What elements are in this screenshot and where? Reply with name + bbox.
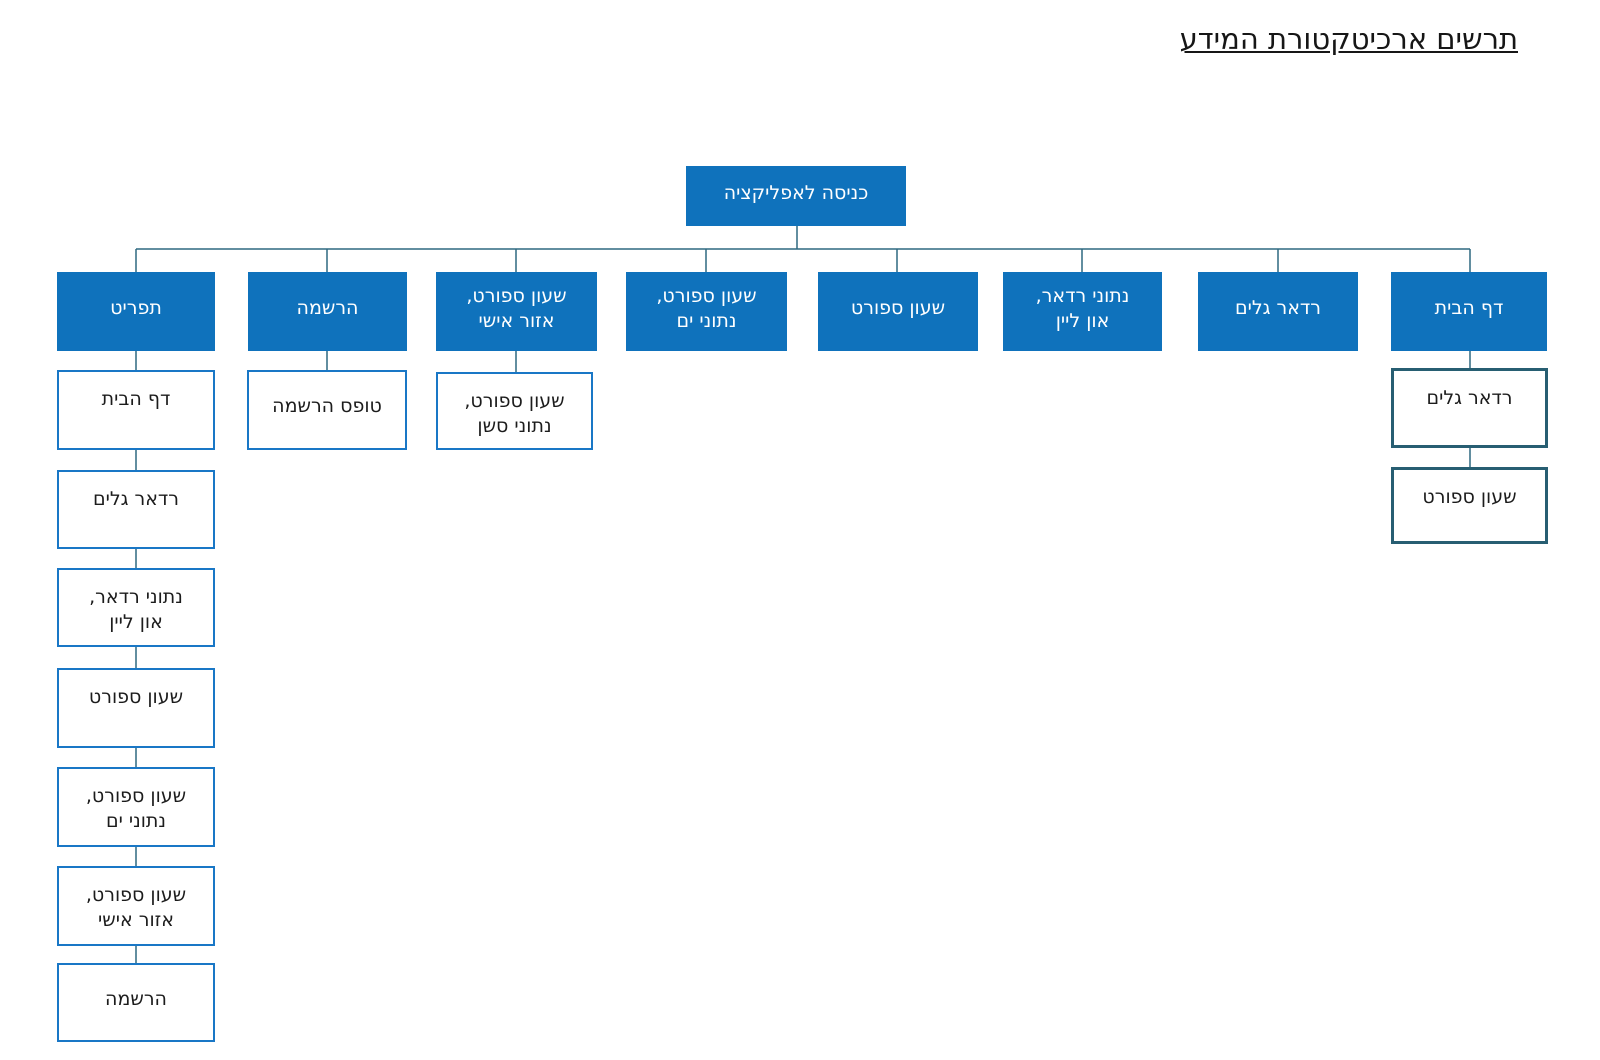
- node-menu: תפריט: [57, 272, 215, 351]
- node-sportwatch: שעון ספורט: [818, 272, 978, 351]
- leaf-registration-form: טופס הרשמה: [247, 370, 407, 450]
- leaf-menu-wave-radar: רדאר גלים: [57, 470, 215, 549]
- node-app-entry: כניסה לאפליקציה: [686, 166, 906, 226]
- leaf-menu-home-page: דף הבית: [57, 370, 215, 450]
- node-radar-data-online: נתוני רדאר, און ליין: [1003, 272, 1162, 351]
- node-home-page: דף הבית: [1391, 272, 1547, 351]
- leaf-menu-registration: הרשמה: [57, 963, 215, 1042]
- page-title: תרשים ארכיטקטורת המידע: [1179, 22, 1518, 56]
- leaf-sportwatch-session-data: שעון ספורט, נתוני סשן: [436, 372, 593, 450]
- leaf-home-wave-radar: רדאר גלים: [1391, 368, 1548, 448]
- node-wave-radar: רדאר גלים: [1198, 272, 1358, 351]
- leaf-menu-sportwatch-sea-data: שעון ספורט, נתוני ים: [57, 767, 215, 847]
- node-sportwatch-sea-data: שעון ספורט, נתוני ים: [626, 272, 787, 351]
- leaf-home-sportwatch: שעון ספורט: [1391, 467, 1548, 544]
- leaf-menu-sportwatch: שעון ספורט: [57, 668, 215, 748]
- node-registration: הרשמה: [248, 272, 407, 351]
- leaf-menu-radar-data-online: נתוני רדאר, און ליין: [57, 568, 215, 647]
- leaf-menu-sportwatch-personal-area: שעון ספורט, אזור אישי: [57, 866, 215, 946]
- node-sportwatch-personal-area: שעון ספורט, אזור אישי: [436, 272, 597, 351]
